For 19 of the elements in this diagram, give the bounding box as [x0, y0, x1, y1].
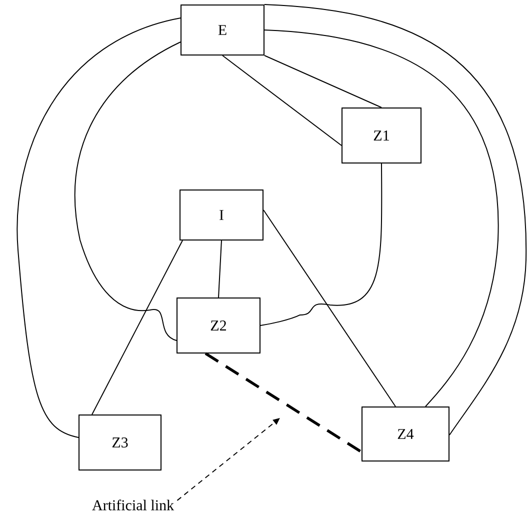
connector-line	[16, 18, 181, 438]
process-box: Z2	[176, 298, 260, 354]
connector-line	[260, 163, 382, 326]
connector-line	[204, 352, 362, 454]
leader-line	[176, 418, 280, 501]
connector-line	[92, 240, 183, 415]
process-box: Z4	[362, 406, 450, 462]
connector-line	[263, 210, 396, 407]
connector-line	[264, 4, 526, 436]
process-box: Z1	[342, 108, 422, 164]
connector-line	[264, 30, 498, 407]
process-box: I	[180, 190, 264, 240]
process-box: E	[180, 4, 264, 56]
annotation-text: Artificial link	[92, 500, 174, 510]
connector-line	[264, 55, 382, 108]
connector-line	[218, 240, 222, 298]
connector-line	[222, 55, 342, 146]
process-box: Z3	[78, 414, 162, 470]
connector-line	[74, 42, 181, 341]
